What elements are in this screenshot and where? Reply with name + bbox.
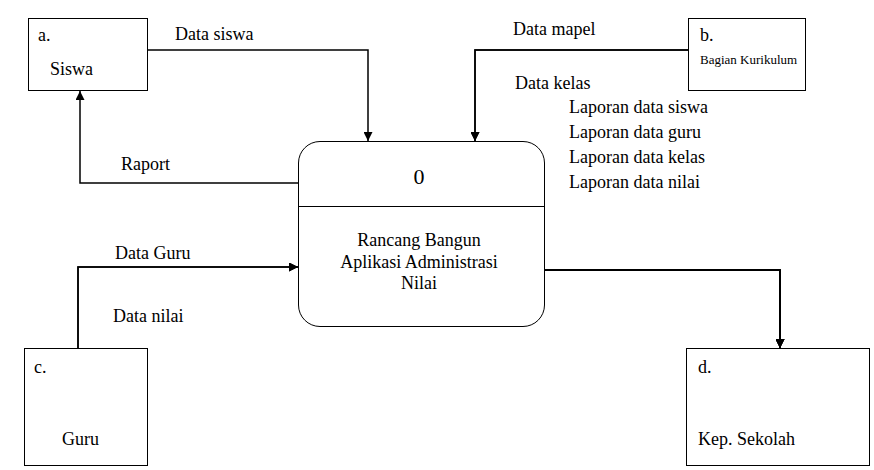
entity-name: Siswa xyxy=(50,59,142,81)
entity-label: d. xyxy=(698,357,712,379)
flow-label: Raport xyxy=(118,154,173,175)
process-box: 0Rancang Bangun Aplikasi Administrasi Ni… xyxy=(298,141,545,327)
data-flow xyxy=(545,270,780,348)
flow-label: Laporan data siswa xyxy=(566,97,711,118)
flow-label: Laporan data nilai xyxy=(566,172,703,193)
entity-label: a. xyxy=(38,25,51,47)
entity-label: b. xyxy=(700,25,714,47)
data-flow xyxy=(78,267,298,348)
entity-label: 0 xyxy=(299,164,539,190)
data-flow xyxy=(80,91,298,183)
external-entity: d. Kep. Sekolah xyxy=(686,348,870,466)
data-flow xyxy=(545,270,780,348)
entity-name: Kep. Sekolah xyxy=(698,429,868,451)
external-entity: b. Bagian Kurikulum xyxy=(688,18,806,91)
flow-label: Data Guru xyxy=(112,243,193,264)
external-entity: a. Siswa xyxy=(28,18,148,91)
flow-label: Data kelas xyxy=(512,73,593,94)
data-flow xyxy=(78,267,298,348)
process-divider xyxy=(299,206,544,207)
data-flow xyxy=(545,270,780,348)
entity-label: c. xyxy=(34,357,47,379)
flow-label: Data mapel xyxy=(510,19,598,40)
external-entity: c. Guru xyxy=(24,348,148,466)
entity-name: Guru xyxy=(62,429,142,451)
data-flow xyxy=(148,50,368,141)
flow-label: Laporan data guru xyxy=(566,122,704,143)
flow-label: Data siswa xyxy=(172,24,256,45)
entity-name: Rancang Bangun Aplikasi Administrasi Nil… xyxy=(329,230,509,295)
flow-label: Data nilai xyxy=(110,306,186,327)
data-flow xyxy=(545,270,780,348)
entity-name: Bagian Kurikulum xyxy=(700,52,800,68)
flow-label: Laporan data kelas xyxy=(566,147,708,168)
